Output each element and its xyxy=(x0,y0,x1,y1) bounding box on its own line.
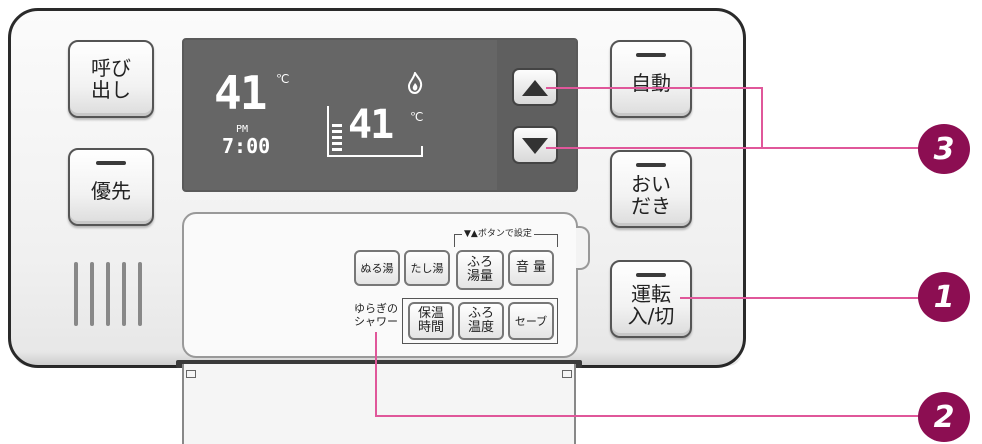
bath-temperature-line1: ふろ xyxy=(467,306,494,321)
bath-volume-button[interactable]: ふろ 湯量 xyxy=(456,250,504,290)
gentle-shower-line1: ゆらぎの xyxy=(354,302,398,315)
flap-clip-left xyxy=(186,370,196,378)
power-button-line2: 入/切 xyxy=(627,304,675,328)
main-temperature: 41 xyxy=(214,66,267,120)
bath-temperature-unit: ℃ xyxy=(410,110,424,124)
gentle-shower-line2: シャワー xyxy=(354,315,398,328)
arrow-strip xyxy=(497,40,576,190)
bath-volume-line1: ふろ xyxy=(466,255,493,270)
keep-warm-time-line1: 保温 xyxy=(417,306,444,321)
reheat-button[interactable]: おい だき xyxy=(610,150,692,228)
open-cover-flap[interactable] xyxy=(182,364,576,444)
reheat-indicator-led xyxy=(636,163,666,167)
callout-2-number: 2 xyxy=(933,399,955,435)
lukewarm-button[interactable]: ぬる湯 xyxy=(354,250,400,286)
callout-1-badge: 1 xyxy=(918,272,970,322)
setting-group-frame xyxy=(402,298,558,344)
priority-indicator-led xyxy=(96,161,126,165)
speaker-slit xyxy=(122,262,126,326)
auto-button[interactable]: 自動 xyxy=(610,40,692,118)
clock: 7:00 xyxy=(222,134,271,158)
speaker-slit xyxy=(90,262,94,326)
sound-volume-label: 音 量 xyxy=(515,260,547,275)
save-label: セーブ xyxy=(514,314,548,328)
flame-icon xyxy=(407,72,423,94)
call-button[interactable]: 呼び 出し xyxy=(68,40,154,118)
ampm-indicator: PM xyxy=(236,124,249,135)
power-button[interactable]: 運転 入/切 xyxy=(610,260,692,338)
callout-2-badge: 2 xyxy=(918,392,970,442)
speaker-slit xyxy=(74,262,78,326)
down-triangle-icon xyxy=(522,138,548,154)
callout-1-number: 1 xyxy=(933,279,955,315)
speaker-slit xyxy=(106,262,110,326)
auto-indicator-led xyxy=(636,53,666,57)
callout-3-badge: 3 xyxy=(918,124,970,174)
call-button-line1: 呼び xyxy=(91,56,131,80)
priority-button[interactable]: 優先 xyxy=(68,148,154,226)
up-triangle-icon xyxy=(522,80,548,96)
gentle-shower-button[interactable]: ゆらぎの シャワー xyxy=(352,302,400,328)
power-indicator-led xyxy=(636,273,666,277)
keep-warm-time-line2: 時間 xyxy=(417,320,444,335)
priority-button-label: 優先 xyxy=(91,179,131,203)
down-button[interactable] xyxy=(512,126,558,164)
bath-temperature: 41 xyxy=(348,102,394,148)
bath-temperature-button[interactable]: ふろ 温度 xyxy=(458,302,504,340)
bath-level-icon xyxy=(327,106,423,157)
save-button[interactable]: セーブ xyxy=(508,302,554,340)
flap-clip-right xyxy=(562,370,572,378)
power-button-line1: 運転 xyxy=(631,282,671,306)
call-button-line2: 出し xyxy=(91,78,131,102)
lukewarm-label: ぬる湯 xyxy=(360,261,394,275)
callout-3-number: 3 xyxy=(933,131,955,167)
sound-volume-button[interactable]: 音 量 xyxy=(508,250,554,286)
reheat-button-line2: だき xyxy=(631,194,671,218)
bath-volume-line2: 湯量 xyxy=(466,269,493,284)
add-hot-water-label: たし湯 xyxy=(410,261,444,275)
hint-text: ▼▲ボタンで設定 xyxy=(462,228,534,240)
cover-hinge xyxy=(576,226,590,270)
bath-temperature-line2: 温度 xyxy=(467,320,494,335)
keep-warm-time-button[interactable]: 保温 時間 xyxy=(408,302,454,340)
add-hot-water-button[interactable]: たし湯 xyxy=(404,250,450,286)
main-temperature-unit: ℃ xyxy=(276,72,290,86)
speaker-slit xyxy=(138,262,142,326)
reheat-button-line1: おい xyxy=(631,172,671,196)
